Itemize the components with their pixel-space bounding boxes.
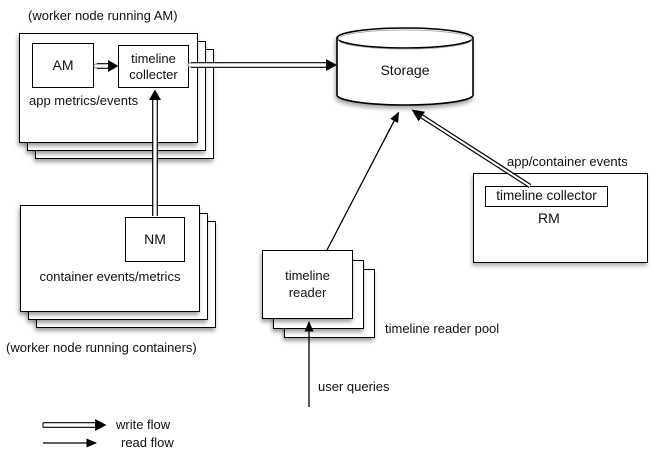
label-app-metrics-events: app metrics/events bbox=[29, 93, 139, 108]
timeline-reader-box: timeline reader bbox=[262, 250, 353, 319]
label-user-queries: user queries bbox=[318, 379, 390, 394]
legend-write-arrow bbox=[42, 419, 107, 431]
read-arrow-reader-to-storage bbox=[326, 111, 400, 251]
rm-label: RM bbox=[538, 210, 560, 226]
nm-box: NM bbox=[125, 217, 185, 262]
label-app-container-events: app/container events bbox=[507, 154, 628, 169]
legend-read-flow-label: read flow bbox=[121, 435, 174, 450]
label-worker-node-am: (worker node running AM) bbox=[28, 8, 178, 23]
timeline-collector-worker-label: timeline collecter bbox=[129, 50, 178, 82]
timeline-collector-rm-box: timeline collector bbox=[485, 186, 608, 207]
storage-label: Storage bbox=[380, 62, 429, 78]
label-timeline-reader-pool: timeline reader pool bbox=[385, 321, 500, 336]
am-box: AM bbox=[32, 43, 94, 88]
timeline-collector-worker-box: timeline collecter bbox=[118, 45, 189, 88]
storage-cylinder bbox=[336, 27, 474, 106]
legend-write-flow-label: write flow bbox=[116, 417, 171, 432]
label-container-events-metrics: container events/metrics bbox=[39, 269, 181, 284]
timeline-reader-label: timeline reader bbox=[285, 268, 330, 300]
label-worker-node-containers: (worker node running containers) bbox=[6, 340, 197, 355]
